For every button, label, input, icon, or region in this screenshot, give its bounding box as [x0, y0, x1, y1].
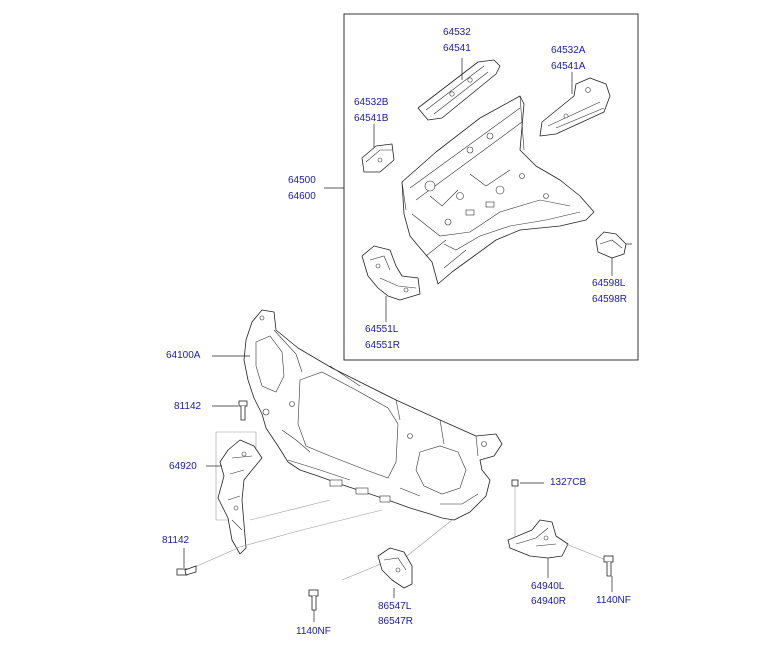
dash-panel-bracket: [595, 231, 632, 276]
part-number[interactable]: 86547L: [378, 601, 412, 612]
part-number[interactable]: 64100A: [166, 350, 201, 361]
part-number[interactable]: 1140NF: [296, 626, 331, 637]
label-bolt-right[interactable]: 1140NF: [596, 594, 631, 607]
radiator-support: [212, 309, 503, 521]
part-number[interactable]: 64500: [288, 175, 316, 186]
part-number[interactable]: 64598R: [592, 294, 628, 305]
part-number[interactable]: 64541A: [551, 61, 586, 72]
label-dash-side-member[interactable]: 64551L 64551R: [365, 323, 400, 352]
label-bolt-lower-left[interactable]: 81142: [162, 534, 189, 547]
part-number[interactable]: 64940L: [531, 581, 565, 592]
guide-lines-main: [235, 499, 453, 581]
part-number[interactable]: 64551L: [365, 324, 399, 335]
part-number[interactable]: 64920: [169, 461, 197, 472]
label-bracket-right[interactable]: 64940L 64940R: [531, 580, 566, 608]
bolt-lower-left: [176, 547, 239, 576]
cowl-bracket-b: [361, 124, 395, 173]
label-cowl-upper-a[interactable]: 64532A 64541A: [551, 44, 585, 73]
bracket-lower: [377, 547, 413, 598]
dash-panel: [401, 95, 595, 285]
clip-right: [511, 479, 544, 540]
part-number[interactable]: 64541B: [354, 113, 389, 124]
part-number[interactable]: 64551R: [365, 340, 401, 351]
part-number[interactable]: 1327CB: [550, 477, 587, 488]
part-number[interactable]: 64532: [443, 27, 471, 38]
part-number[interactable]: 86547R: [378, 616, 414, 627]
part-number[interactable]: 64940R: [531, 596, 567, 607]
part-number[interactable]: 64541: [443, 43, 471, 54]
bolt-upper-left: [212, 400, 248, 421]
stay-left: [206, 431, 263, 555]
part-number[interactable]: 64598L: [592, 278, 626, 289]
cowl-upper-panel: [417, 58, 501, 121]
label-cowl-bracket-b[interactable]: 64532B 64541B: [354, 96, 388, 125]
label-stay-left[interactable]: 64920: [169, 460, 197, 473]
part-number[interactable]: 64532A: [551, 45, 586, 56]
part-number[interactable]: 64600: [288, 191, 316, 202]
label-bolt-lower[interactable]: 1140NF: [296, 625, 331, 638]
dash-side-member: [361, 245, 421, 322]
cowl-upper-panel-a: [539, 72, 611, 137]
label-clip-right[interactable]: 1327CB: [550, 476, 586, 489]
label-dash-panel[interactable]: 64500 64600: [288, 174, 316, 203]
bolt-right: [603, 555, 614, 592]
label-dash-bracket[interactable]: 64598L 64598R: [592, 277, 627, 306]
label-cowl-upper[interactable]: 64532 64541: [443, 26, 471, 55]
part-number[interactable]: 81142: [174, 401, 202, 412]
part-number[interactable]: 1140NF: [596, 595, 631, 606]
part-number[interactable]: 81142: [162, 535, 190, 546]
label-radiator-support[interactable]: 64100A: [166, 349, 200, 362]
label-bracket-lower[interactable]: 86547L 86547R: [378, 600, 413, 628]
bolt-lower: [308, 589, 319, 622]
bracket-right: [507, 519, 607, 578]
label-bolt-upper-left[interactable]: 81142: [174, 400, 201, 413]
part-number[interactable]: 64532B: [354, 97, 389, 108]
dash-panel-group-frame: [343, 13, 639, 361]
